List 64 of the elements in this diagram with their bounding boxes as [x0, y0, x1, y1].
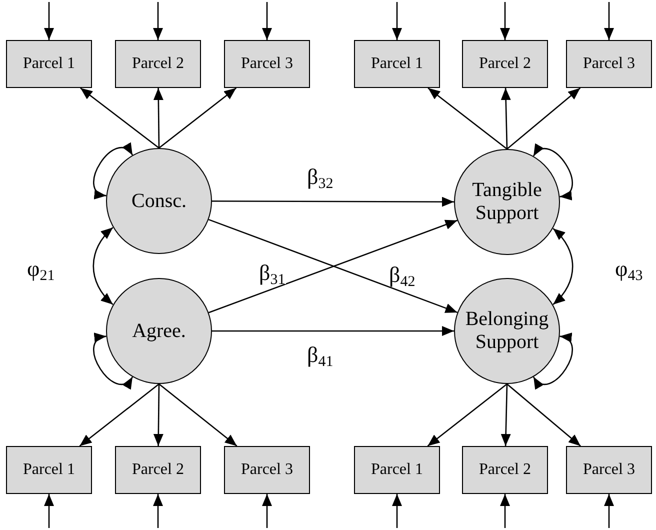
path-arrow	[506, 384, 581, 446]
error-arrow	[44, 2, 54, 40]
error-arrow	[153, 494, 163, 528]
path-arrow	[158, 87, 237, 149]
coefficient-label: β$_{42}$	[388, 264, 416, 286]
parcel-box	[566, 446, 652, 494]
parcel-box	[224, 446, 310, 494]
parcel-label: Parcel 3	[583, 460, 635, 480]
parcel-box	[566, 40, 652, 88]
parcel-box	[224, 40, 310, 88]
parcel-box	[354, 446, 440, 494]
parcel-label: Parcel 2	[132, 460, 184, 480]
coefficient-label: β$_{32}$	[306, 166, 334, 188]
parcel-label: Parcel 3	[583, 54, 635, 74]
parcel-box	[115, 40, 201, 88]
error-arrow	[153, 2, 163, 40]
error-arrow	[44, 494, 54, 528]
parcel-box	[6, 446, 92, 494]
latent-variable-label: Agree.	[132, 320, 186, 342]
parcel-label: Parcel 3	[241, 54, 293, 74]
path-arrow	[427, 383, 508, 447]
path-arrow	[153, 384, 164, 446]
path-arrow	[212, 326, 454, 336]
path-arrow	[212, 196, 454, 207]
path-arrow	[428, 87, 508, 150]
parcel-label: Parcel 1	[371, 54, 423, 74]
coefficient-label: β$_{31}$	[258, 262, 286, 284]
error-arrow	[604, 2, 614, 40]
path-arrow	[158, 384, 238, 446]
path-arrow	[80, 87, 160, 149]
parcel-box	[462, 446, 548, 494]
error-arrow	[392, 494, 402, 528]
latent-variable-label: Belonging Support	[464, 308, 550, 354]
variance-loop-arrow	[533, 144, 573, 198]
path-arrow	[500, 88, 511, 150]
error-arrow	[262, 2, 272, 40]
covariance-arrow	[552, 228, 574, 305]
parcel-label: Parcel 3	[241, 460, 293, 480]
parcel-label: Parcel 2	[479, 460, 531, 480]
parcel-label: Parcel 2	[479, 54, 531, 74]
covariance-arrow	[92, 227, 114, 305]
path-arrow	[153, 88, 164, 148]
variance-loop-arrow	[93, 142, 133, 198]
error-arrow	[262, 494, 272, 528]
error-arrow	[500, 2, 510, 40]
error-arrow	[392, 2, 402, 40]
error-arrow	[604, 494, 614, 528]
path-arrow	[506, 88, 581, 150]
path-arrow	[500, 384, 511, 446]
parcel-label: Parcel 1	[23, 54, 75, 74]
error-arrow	[500, 494, 510, 528]
coefficient-label: β$_{41}$	[306, 344, 334, 366]
parcel-box	[462, 40, 548, 88]
parcel-label: Parcel 1	[371, 460, 423, 480]
latent-variable-label: Consc.	[132, 190, 186, 212]
variance-loop-arrow	[533, 334, 573, 390]
parcel-box	[6, 40, 92, 88]
path-arrow	[79, 383, 160, 447]
parcel-label: Parcel 1	[23, 460, 75, 480]
parcel-box	[354, 40, 440, 88]
variance-loop-arrow	[93, 334, 133, 390]
parcel-label: Parcel 2	[132, 54, 184, 74]
latent-variable-label: Tangible Support	[471, 179, 543, 225]
parcel-box	[115, 446, 201, 494]
